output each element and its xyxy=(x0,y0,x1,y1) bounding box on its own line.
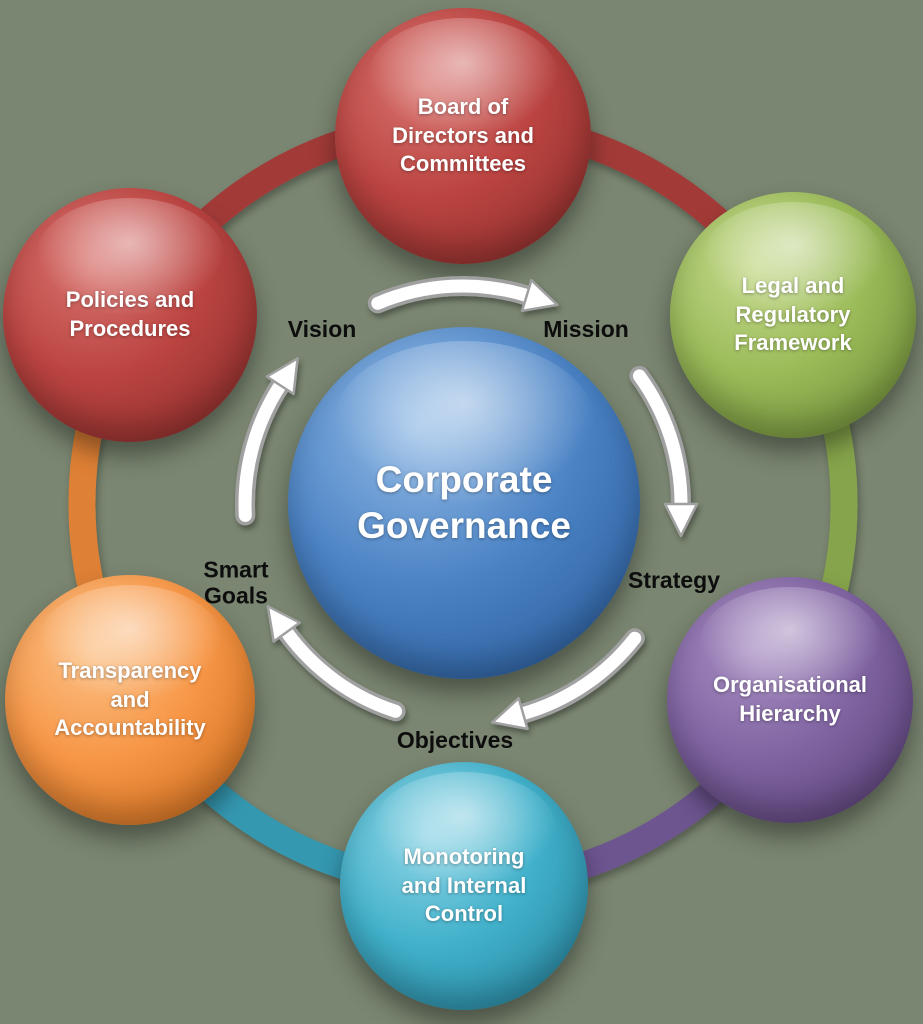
node-monitoring-label: Monotoring and Internal Control xyxy=(401,844,527,927)
node-monitoring-internal-control: Monotoring and Internal Control xyxy=(340,762,588,1010)
node-org-label: Organisational Hierarchy xyxy=(712,672,868,726)
cycle-label-objectives: Objectives xyxy=(396,726,514,753)
node-policies-procedures: Policies and Procedures xyxy=(3,188,257,442)
node-board-of-directors: Board of Directors and Committees xyxy=(335,8,591,264)
cycle-label-vision: Vision xyxy=(287,315,357,342)
node-organisational-hierarchy: Organisational Hierarchy xyxy=(667,577,913,823)
node-legal-label: Legal and Regulatory Framework xyxy=(734,273,852,356)
cycle-label-mission: Mission xyxy=(543,315,629,342)
node-corporate-governance-center: Corporate Governance xyxy=(288,327,640,679)
node-policies-label: Policies and Procedures xyxy=(65,287,195,341)
node-board-label: Board of Directors and Committees xyxy=(392,94,534,177)
node-transparency-accountability: Transparency and Accountability xyxy=(5,575,255,825)
node-legal-regulatory-framework: Legal and Regulatory Framework xyxy=(670,192,916,438)
cycle-label-strategy: Strategy xyxy=(627,566,721,593)
cycle-label-smart-goals: Smart Goals xyxy=(203,556,269,609)
node-transparency-label: Transparency and Accountability xyxy=(54,658,206,741)
center-title: Corporate Governance xyxy=(357,458,571,546)
